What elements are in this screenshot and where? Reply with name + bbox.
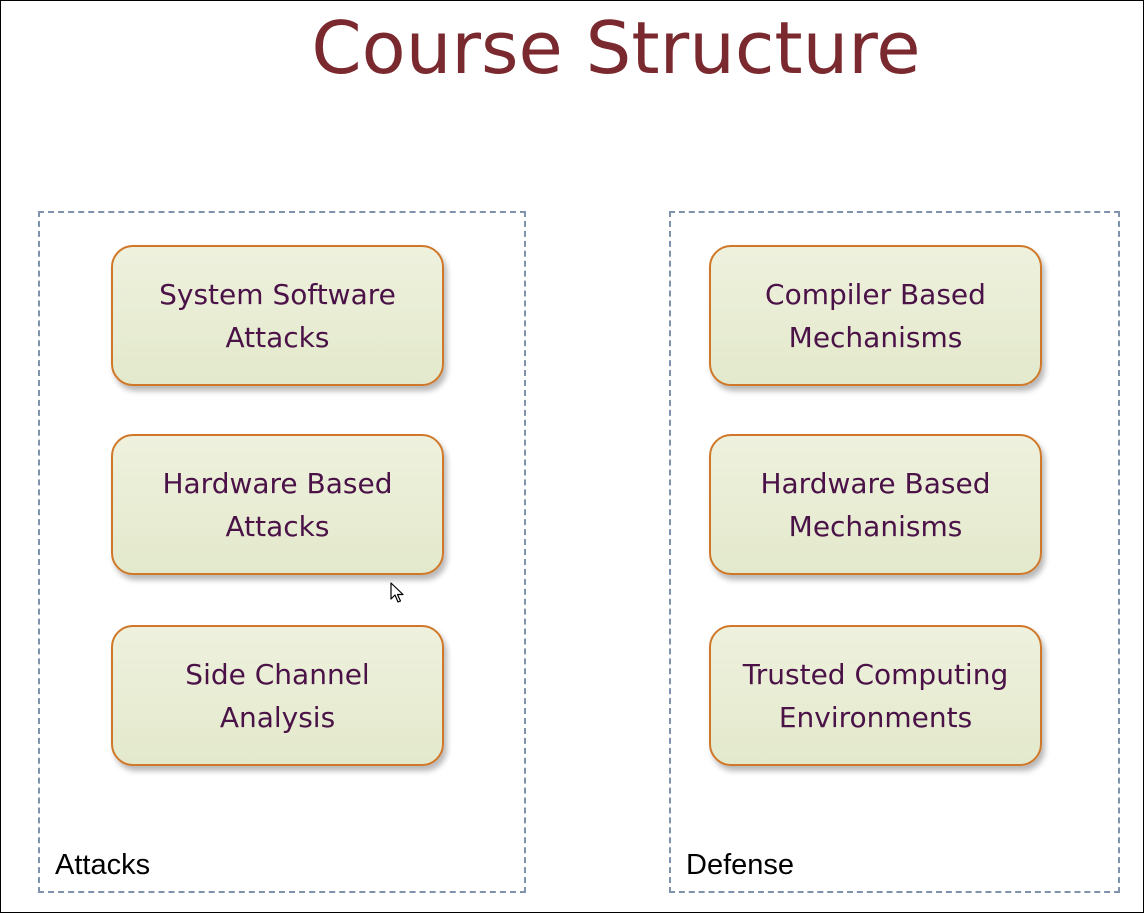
defense-box-hardware-based: Hardware Based Mechanisms [709,434,1042,575]
defense-box-trusted-computing: Trusted Computing Environments [709,625,1042,766]
attacks-group-label: Attacks [55,849,151,881]
slide-title: Course Structure [311,6,921,90]
attack-box-side-channel: Side Channel Analysis [111,625,444,766]
attacks-group: System Software Attacks Hardware Based A… [38,211,526,893]
defense-group: Compiler Based Mechanisms Hardware Based… [669,211,1120,893]
defense-box-compiler-based: Compiler Based Mechanisms [709,245,1042,386]
attack-box-system-software: System Software Attacks [111,245,444,386]
defense-group-label: Defense [686,849,795,881]
mouse-cursor-icon [390,582,404,603]
attack-box-hardware-based: Hardware Based Attacks [111,434,444,575]
